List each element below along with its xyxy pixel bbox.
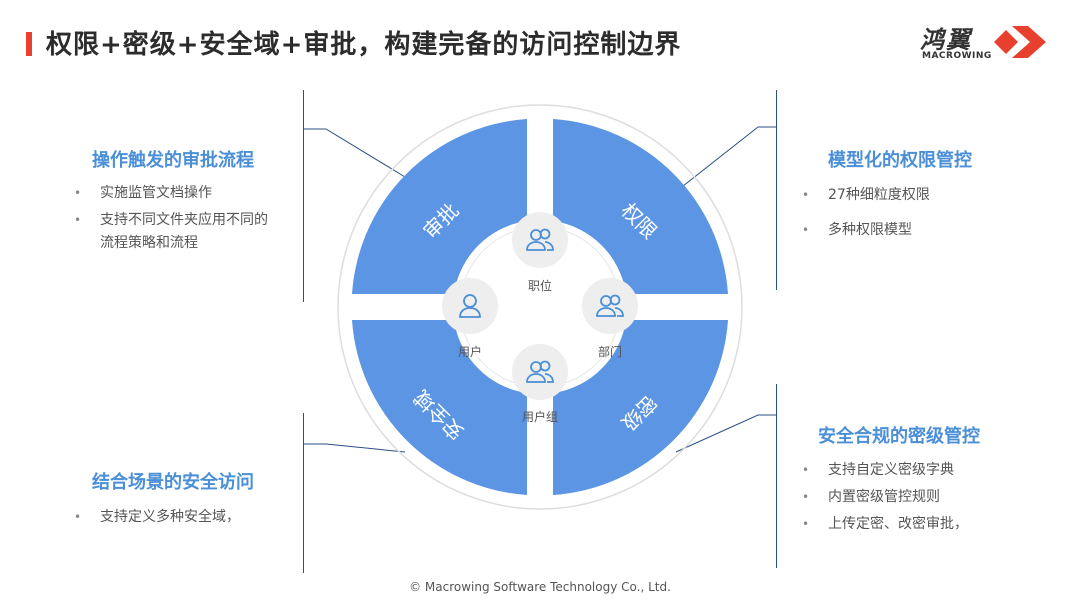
node-position — [512, 212, 568, 268]
list-item: 27种细粒度权限 — [802, 184, 1022, 207]
list-item: 上传定密、改密审批， — [802, 513, 1022, 536]
guide-line-bottom-left — [303, 413, 304, 573]
logo-mark-icon — [994, 26, 1046, 58]
list-item: 支持定义多种安全域， — [74, 506, 274, 529]
connector-top-right — [677, 126, 776, 191]
title-accent-bar — [26, 32, 32, 56]
node-department — [582, 278, 638, 334]
node-label-user: 用户 — [457, 345, 482, 359]
guide-line-top-right — [776, 90, 777, 290]
user-icon — [459, 294, 481, 318]
users-icon — [526, 228, 554, 251]
company-logo: 鸿翼 MACROWING — [920, 18, 1060, 68]
node-label-position: 职位 — [527, 279, 552, 293]
list-item: 内置密级管控规则 — [802, 486, 1022, 509]
section-list-security-domain: 支持定义多种安全域， — [74, 506, 274, 533]
page-title: 权限+密级+安全域+审批，构建完备的访问控制边界 — [46, 30, 682, 60]
users-icon — [526, 360, 554, 383]
section-title-classification: 安全合规的密级管控 — [818, 426, 980, 447]
section-list-permission: 27种细粒度权限 多种权限模型 — [802, 184, 1022, 246]
segment-label-classification: 密级 — [616, 390, 661, 435]
guide-line-bottom-right — [776, 384, 777, 568]
list-item: 多种权限模型 — [802, 219, 1022, 242]
outer-ring — [337, 104, 743, 510]
users-icon — [596, 294, 624, 317]
segment-label-approval: 审批 — [418, 198, 463, 243]
segment-label-permission: 权限 — [616, 198, 661, 243]
section-list-classification: 支持自定义密级字典 内置密级管控规则 上传定密、改密审批， — [802, 459, 1022, 540]
list-item: 支持自定义密级字典 — [802, 459, 1022, 482]
logo-english-text: MACROWING — [922, 51, 992, 61]
node-user — [442, 278, 498, 334]
list-item: 实施监管文档操作 — [74, 182, 274, 205]
ring-segment-permission — [553, 119, 728, 294]
connector-bottom-right — [675, 414, 776, 453]
section-title-approval: 操作触发的审批流程 — [92, 150, 254, 171]
connector-top-left — [303, 128, 411, 181]
logo-chinese-text: 鸿翼 — [920, 26, 972, 54]
list-item: 支持不同文件夹应用不同的流程策略和流程 — [74, 209, 274, 255]
guide-line-top-left — [303, 90, 304, 302]
ring-segment-approval — [352, 119, 527, 294]
footer-copyright: © Macrowing Software Technology Co., Ltd… — [409, 580, 671, 594]
segment-label-security-domain: 安全域 — [409, 385, 468, 444]
section-title-security-domain: 结合场景的安全访问 — [92, 472, 254, 493]
node-label-user-group: 用户组 — [521, 410, 558, 424]
section-list-approval: 实施监管文档操作 支持不同文件夹应用不同的流程策略和流程 — [74, 182, 274, 259]
section-title-permission: 模型化的权限管控 — [828, 150, 972, 171]
node-user-group — [512, 344, 568, 400]
connector-bottom-left — [303, 443, 406, 453]
node-label-department: 部门 — [597, 345, 622, 359]
